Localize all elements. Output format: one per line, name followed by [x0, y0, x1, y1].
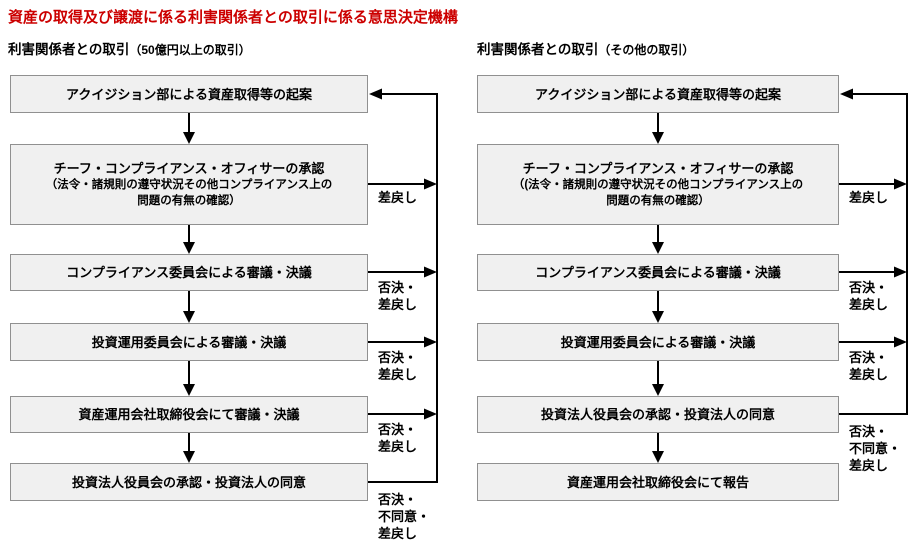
flow-box-label: アクイジション部による資産取得等の起案 — [66, 86, 312, 102]
flow-box-right-2: チーフ・コンプライアンス・オフィサーの承認 （(法令・諸規則の遵守状況その他コン… — [477, 144, 839, 225]
edge-label-reject-disagree: 否決・ 不同意・ 差戻し — [378, 492, 431, 541]
flow-box-label: 投資法人役員会の承認・投資法人の同意 — [540, 407, 775, 422]
flow-box-label: 投資運用委員会による審議・決議 — [91, 334, 287, 350]
flow-box-left-6: 投資法人役員会の承認・投資法人の同意 — [10, 463, 368, 501]
edge-label-return: 差戻し — [849, 190, 889, 205]
flow-box-label: コンプライアンス委員会による審議・決議 — [535, 265, 781, 280]
right-column-heading: 利害関係者との取引（その他の取引） — [477, 38, 694, 58]
flow-box-label: 投資法人役員会の承認・投資法人の同意 — [71, 474, 306, 490]
edge-label-reject: 否決・ 差戻し — [378, 350, 418, 382]
flow-box-label: コンプライアンス委員会による審議・決議 — [66, 265, 312, 280]
right-feedback-lines — [839, 88, 908, 415]
right-column-heading-text: 利害関係者との取引 — [477, 42, 599, 57]
flow-box-left-5: 資産運用会社取締役会にて審議・決議 — [10, 396, 368, 433]
left-column-heading-note: （50億円以上の取引） — [129, 43, 251, 57]
left-return-line — [368, 93, 438, 483]
edge-label-return: 差戻し — [378, 190, 418, 205]
left-column-heading: 利害関係者との取引（50億円以上の取引） — [8, 38, 251, 58]
flow-box-right-6: 資産運用会社取締役会にて報告 — [477, 463, 839, 501]
flow-box-label: チーフ・コンプライアンス・オフィサーの承認 — [53, 161, 325, 176]
right-return-line — [839, 93, 908, 415]
flow-box-label: 資産運用会社取締役会にて審議・決議 — [78, 407, 300, 422]
flow-box-right-3: コンプライアンス委員会による審議・決議 — [477, 254, 839, 291]
flow-box-left-3: コンプライアンス委員会による審議・決議 — [10, 254, 368, 291]
right-down-arrows — [652, 113, 664, 463]
flow-box-left-2: チーフ・コンプライアンス・オフィサーの承認 （法令・諸規則の遵守状況その他コンプ… — [10, 144, 368, 225]
flow-box-label: 投資運用委員会による審議・決議 — [560, 334, 756, 350]
flow-box-right-1: アクイジション部による資産取得等の起案 — [477, 75, 839, 113]
flow-box-sublabel: （(法令・諸規則の遵守状況その他コンプライアンス上の 問題の有無の確認） — [512, 179, 804, 207]
left-feedback-lines — [368, 88, 438, 483]
right-column-heading-note: （その他の取引） — [598, 43, 695, 57]
flow-box-left-1: アクイジション部による資産取得等の起案 — [10, 75, 368, 113]
flow-box-label: アクイジション部による資産取得等の起案 — [535, 86, 781, 102]
left-down-arrows — [183, 113, 195, 463]
flow-box-label: チーフ・コンプライアンス・オフィサーの承認 — [522, 161, 794, 176]
flow-box-left-4: 投資運用委員会による審議・決議 — [10, 323, 368, 361]
edge-label-reject: 否決・ 差戻し — [378, 422, 418, 454]
flow-box-label: 資産運用会社取締役会にて報告 — [566, 474, 749, 490]
flow-box-sublabel: （法令・諸規則の遵守状況その他コンプライアンス上の 問題の有無の確認） — [45, 179, 333, 207]
flow-box-right-4: 投資運用委員会による審議・決議 — [477, 323, 839, 361]
edge-label-reject-disagree: 否決・ 不同意・ 差戻し — [849, 424, 902, 473]
flow-box-right-5: 投資法人役員会の承認・投資法人の同意 — [477, 396, 839, 433]
left-column-heading-text: 利害関係者との取引 — [8, 42, 130, 57]
edge-label-reject: 否決・ 差戻し — [849, 280, 889, 312]
edge-label-reject: 否決・ 差戻し — [378, 280, 418, 312]
page-title: 資産の取得及び譲渡に係る利害関係者との取引に係る意思決定機構 — [8, 9, 458, 26]
edge-label-reject: 否決・ 差戻し — [849, 350, 889, 382]
